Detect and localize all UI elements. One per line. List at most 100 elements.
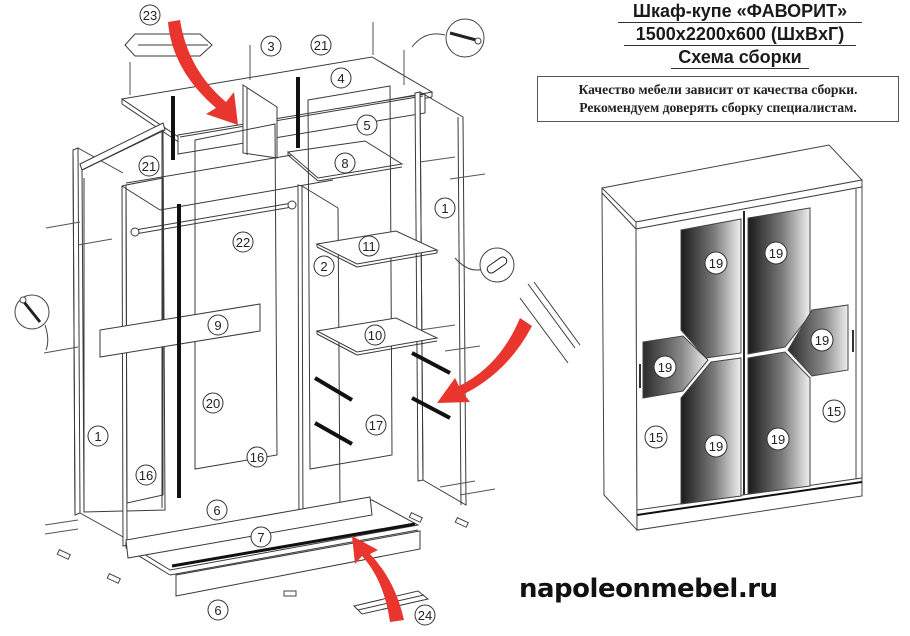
svg-text:2: 2 [320, 259, 327, 274]
label-24: 24 [414, 604, 436, 626]
door-rail-side [519, 281, 581, 364]
arrow-profile-23-icon [168, 20, 238, 125]
mirror-left-top [680, 218, 742, 359]
label-20: 20 [202, 392, 224, 414]
top-profile-23 [124, 33, 213, 57]
website-link[interactable]: napoleonmebel.ru [519, 574, 778, 604]
svg-text:5: 5 [363, 118, 370, 133]
svg-text:11: 11 [362, 239, 376, 254]
svg-text:17: 17 [369, 418, 383, 433]
screw-icon [22, 301, 42, 323]
label-19-f: 19 [766, 427, 790, 451]
label-8: 8 [334, 152, 356, 174]
svg-text:8: 8 [341, 156, 348, 171]
title-block: Шкаф-купе «ФАВОРИТ» 1500x2200x600 (ШxВxГ… [590, 0, 890, 69]
arrow-profile-24-icon [352, 536, 404, 622]
plinth-back [125, 496, 373, 559]
svg-text:19: 19 [658, 360, 672, 375]
label-15-a: 15 [644, 425, 668, 449]
label-11: 11 [358, 235, 380, 257]
svg-text:9: 9 [214, 318, 221, 333]
label-19-d: 19 [810, 328, 834, 352]
svg-text:21: 21 [314, 38, 328, 53]
svg-text:19: 19 [771, 432, 785, 447]
left-inner-wall [121, 154, 334, 547]
svg-text:7: 7 [257, 530, 264, 545]
label-23: 23 [139, 4, 161, 26]
svg-text:1: 1 [441, 201, 448, 216]
svg-text:1: 1 [94, 429, 101, 444]
label-6-bottom: 6 [207, 599, 229, 621]
right-side-panel [414, 91, 467, 506]
label-21-top: 21 [310, 34, 332, 56]
svg-text:15: 15 [649, 430, 663, 445]
svg-text:19: 19 [769, 246, 783, 261]
label-5: 5 [356, 114, 378, 136]
notice-line-1: Качество мебели зависит от качества сбор… [578, 82, 858, 97]
right-back-wall [307, 85, 393, 470]
label-16-center: 16 [246, 446, 268, 468]
svg-text:21: 21 [142, 159, 156, 174]
label-3: 3 [260, 35, 282, 57]
assembled-labels: 19 19 19 19 19 19 15 15 [644, 241, 846, 458]
dowel-icon [486, 256, 508, 274]
svg-text:22: 22 [236, 235, 250, 250]
cabinet-left-side [601, 191, 638, 532]
svg-text:20: 20 [206, 396, 220, 411]
arrows [168, 20, 532, 622]
label-7: 7 [250, 526, 272, 548]
label-4: 4 [330, 67, 352, 89]
mirror-right-top [747, 207, 811, 355]
svg-text:3: 3 [267, 39, 274, 54]
label-1-left: 1 [87, 425, 109, 447]
product-dimensions: 1500x2200x600 (ШxВxГ) [624, 23, 856, 46]
svg-text:16: 16 [139, 468, 153, 483]
svg-text:4: 4 [337, 71, 344, 86]
quality-notice: Качество мебели зависит от качества сбор… [537, 76, 899, 122]
label-17: 17 [365, 414, 387, 436]
callouts [14, 18, 515, 351]
drawer-runners [313, 351, 451, 446]
hanger-rod [130, 200, 297, 237]
mirror-left-bottom [680, 357, 742, 505]
fasteners [43, 22, 496, 535]
screw-callout-top [411, 18, 485, 58]
notice-line-2: Рекомендуем доверять сборку специалистам… [579, 100, 857, 115]
screw-callout-left [14, 294, 50, 351]
label-16-left: 16 [135, 464, 157, 486]
dowel-callout [454, 247, 515, 283]
label-1-right: 1 [434, 197, 456, 219]
label-22: 22 [232, 231, 254, 253]
part-labels: 23 3 21 4 5 21 8 1 22 11 2 9 10 20 1 17 … [87, 4, 456, 626]
label-10: 10 [364, 324, 386, 346]
label-2: 2 [313, 255, 335, 277]
svg-text:24: 24 [418, 608, 432, 623]
svg-text:6: 6 [214, 603, 221, 618]
product-title: Шкаф-купе «ФАВОРИТ» [618, 0, 862, 23]
svg-text:15: 15 [827, 404, 841, 419]
svg-text:23: 23 [143, 8, 157, 23]
diagram-subtitle: Схема сборки [671, 46, 809, 69]
arrow-runner-icon [437, 318, 532, 403]
partition-2 [297, 184, 341, 531]
label-15-b: 15 [822, 399, 846, 423]
exploded-view [43, 22, 581, 615]
svg-text:19: 19 [815, 333, 829, 348]
label-19-b: 19 [764, 241, 788, 265]
svg-text:19: 19 [709, 439, 723, 454]
svg-text:10: 10 [368, 328, 382, 343]
label-19-a: 19 [704, 251, 728, 275]
label-19-e: 19 [704, 434, 728, 458]
screw-icon [449, 31, 477, 42]
bottom-track [171, 522, 416, 568]
assembled-view [600, 144, 863, 532]
label-9: 9 [207, 314, 229, 336]
label-19-c: 19 [653, 355, 677, 379]
svg-text:19: 19 [709, 256, 723, 271]
svg-text:6: 6 [213, 503, 220, 518]
label-6-top: 6 [206, 499, 228, 521]
mirror-right-bottom [747, 351, 811, 495]
svg-text:16: 16 [250, 450, 264, 465]
left-side-panel [72, 122, 166, 539]
